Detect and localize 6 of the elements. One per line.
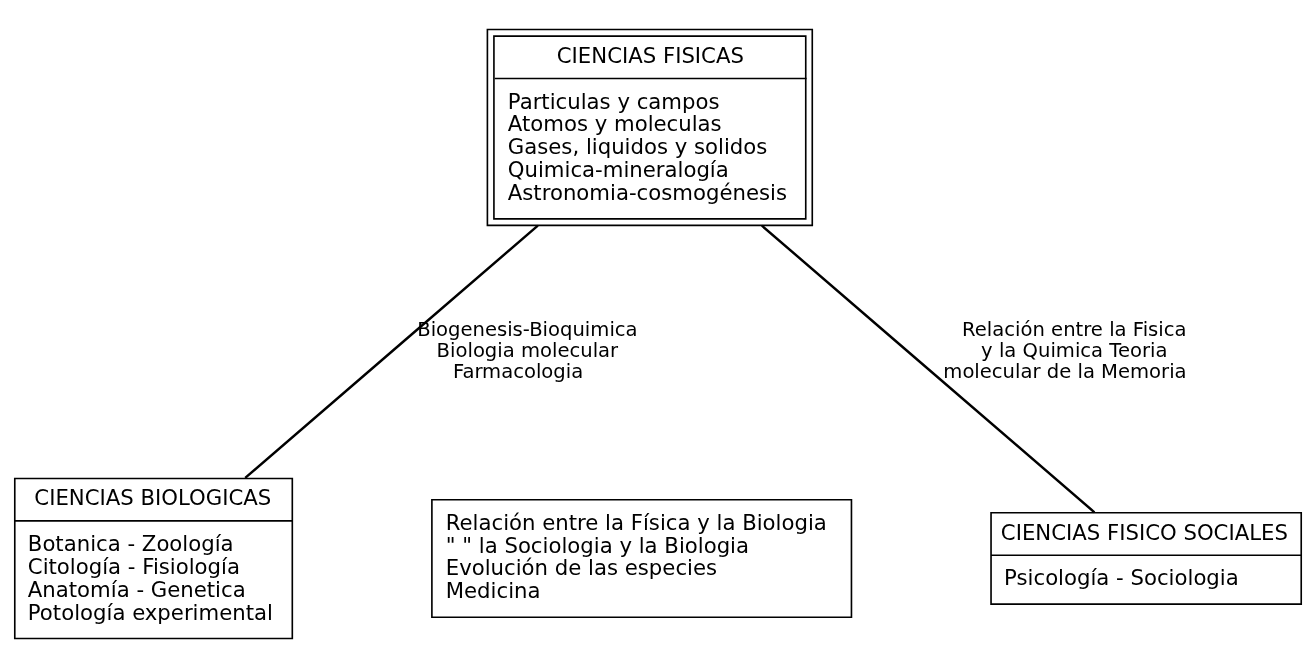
connector: [761, 224, 1096, 514]
connector: [244, 224, 539, 479]
node-box: CIENCIAS FISICAS Particulas y campos Atomos y moleculas Gases, liquidos y solidos Quimica-mineralogía Astronomia-cosmogénesis: [486, 28, 814, 227]
edge-label: Relación entre la Fisica y la Quimica Teoria molecular de la Memoria: [943, 317, 1187, 384]
edge-label: Biogenesis-Bioquimica Biologia molecular Farmacologia: [417, 317, 638, 384]
node-box: Relación entre la Física y la Biologia " " la Sociologia y la Biologia Evolución de las especies Medicina: [431, 498, 853, 619]
